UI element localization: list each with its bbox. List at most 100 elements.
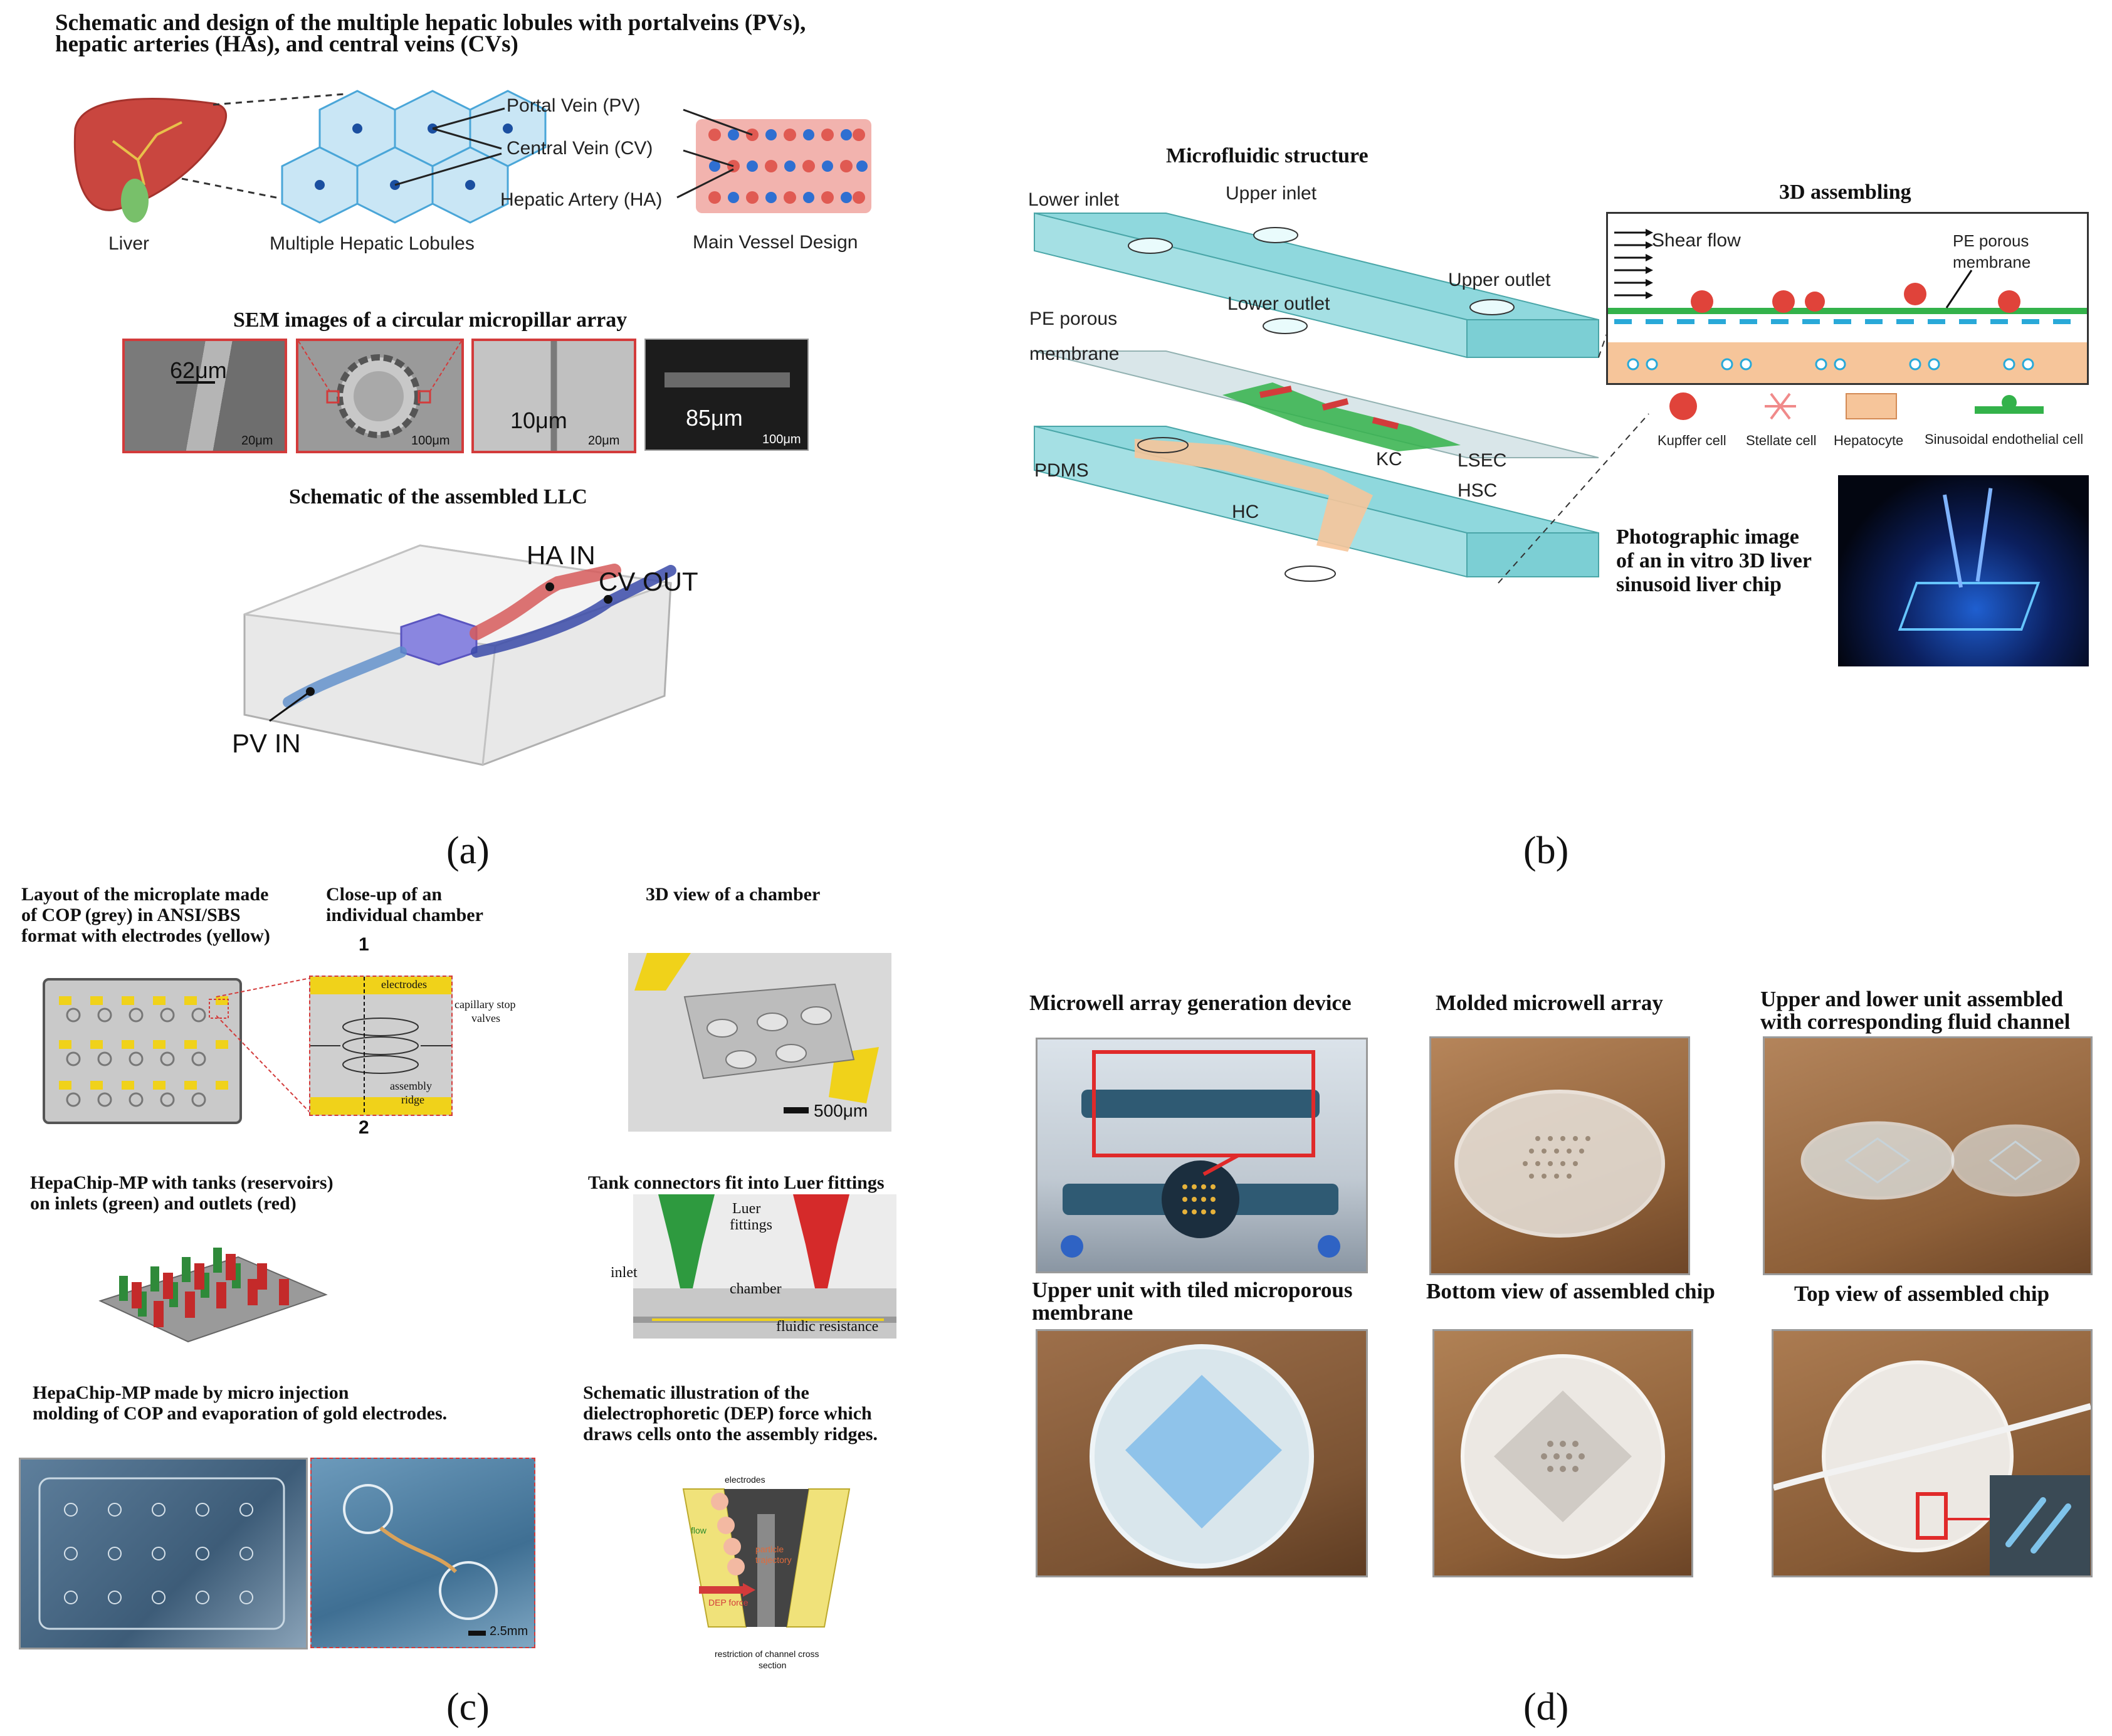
- label-kc: KC: [1376, 449, 1402, 470]
- assembled-title-line2: with corresponding fluid channel: [1760, 1009, 2071, 1034]
- main-vessel-design: [696, 119, 871, 213]
- 3d-assembling-detail: Shear flow PE porous membrane: [1606, 212, 2089, 385]
- dep-label-flow: flow: [691, 1525, 707, 1535]
- microwell-device-photo: [1036, 1038, 1368, 1273]
- closeup-label-assembly-2: ridge: [401, 1093, 424, 1106]
- upper-unit-title: Upper unit with tiled microporous membra…: [1032, 1279, 1352, 1324]
- cell-legend-icons: [1669, 392, 2044, 420]
- label-multiple-hepatic-lobules: Multiple Hepatic Lobules: [270, 233, 475, 254]
- microfluidic-structure-diagram: [1034, 212, 1649, 584]
- label-pdms: PDMS: [1034, 460, 1089, 481]
- label-upper-outlet: Upper outlet: [1448, 270, 1551, 290]
- photo-caption-line2: of an in vitro 3D liver: [1616, 549, 1812, 572]
- sem-image-gap-62um: 62μm 20μm: [122, 339, 287, 453]
- port-cv-out: CV OUT: [599, 567, 698, 596]
- dep-label-force: DEP force: [708, 1597, 749, 1607]
- 3d-view-title: 3D view of a chamber: [646, 884, 821, 905]
- 3d-chamber-view: 500μm: [628, 953, 891, 1132]
- molded-title: Molded microwell array: [1436, 991, 1663, 1015]
- chip-outline: [1898, 582, 2041, 631]
- tube-2: [1975, 488, 1993, 582]
- label-portal-vein: Portal Vein (PV): [507, 95, 641, 116]
- legend-stellate-cell: Stellate cell: [1746, 433, 1817, 448]
- closeup-title-line2: individual chamber: [326, 905, 483, 925]
- dep-title-line1: Schematic illustration of the: [583, 1382, 809, 1403]
- label-main-vessel-design: Main Vessel Design: [693, 232, 858, 253]
- assembled-title: Upper and lower unit assembled with corr…: [1760, 988, 2070, 1033]
- microplate-layout: [43, 978, 242, 1124]
- connectors-title: Tank connectors fit into Luer fittings: [588, 1172, 885, 1193]
- dep-title: Schematic illustration of the dielectrop…: [583, 1382, 878, 1444]
- label-shear-flow: Shear flow: [1652, 230, 1741, 251]
- label-hc: HC: [1232, 502, 1259, 522]
- connector-label-chamber: chamber: [730, 1281, 782, 1297]
- llc-title: Schematic of the assembled LLC: [289, 485, 587, 508]
- upper-unit-title-line1: Upper unit with tiled microporous: [1032, 1278, 1353, 1302]
- closeup-top-electrode: [310, 977, 451, 994]
- sem-image-gap-10um: 10μm 20μm: [471, 339, 636, 453]
- assembled-llc-schematic: [243, 544, 676, 766]
- label-pe-porous-membrane-2: membrane: [1953, 253, 2031, 271]
- panel-a-title-line1: Schematic and design of the multiple hep…: [55, 10, 806, 36]
- sem-gap-62-label: 62μm: [170, 357, 227, 383]
- molding-title: HepaChip-MP made by micro injection mold…: [33, 1382, 447, 1424]
- 3d-assembling-title: 3D assembling: [1779, 181, 1911, 204]
- sem-scale-2: 100μm: [411, 434, 450, 448]
- closeup-label-electrodes: electrodes: [381, 978, 427, 991]
- photo-caption-line1: Photographic image: [1616, 525, 1799, 549]
- closeup-bottom-electrode: [310, 1097, 451, 1115]
- top-view-title: Top view of assembled chip: [1794, 1281, 2050, 1306]
- sem-image-micropillar-ring: 100μm: [296, 339, 464, 453]
- label-lower-outlet: Lower outlet: [1227, 293, 1330, 314]
- label-hepatic-artery: Hepatic Artery (HA): [500, 189, 663, 210]
- panel-d-letter: (d): [1523, 1686, 1569, 1728]
- sem-scale-4: 100μm: [762, 433, 801, 446]
- bottom-view-title: Bottom view of assembled chip: [1426, 1279, 1715, 1303]
- layout-title-line1: Layout of the microplate made: [21, 884, 269, 905]
- dep-force-schematic: [682, 1488, 851, 1628]
- microfluidic-structure-title: Microfluidic structure: [1166, 144, 1369, 167]
- hepachip-mp-photo: [19, 1458, 308, 1649]
- label-liver: Liver: [108, 233, 150, 254]
- legend-sinusoidal-endothelial-cell: Sinusoidal endothelial cell: [1925, 431, 2084, 447]
- sem-gap-62-bar: [176, 381, 215, 384]
- dep-label-restriction-2: section: [759, 1660, 787, 1670]
- hepatic-lobule-schematic: [73, 90, 871, 224]
- liver-chip-photograph: [1838, 475, 2089, 666]
- closeup-title-line1: Close-up of an: [326, 884, 443, 905]
- zoom-lines: [216, 978, 310, 1113]
- legend-hepatocyte: Hepatocyte: [1834, 433, 1904, 448]
- device-title: Microwell array generation device: [1029, 991, 1352, 1015]
- label-pe-porous-membrane-1: PE porous: [1953, 231, 2029, 250]
- tanks-title-line1: HepaChip-MP with tanks (reservoirs): [30, 1172, 334, 1193]
- dep-label-restriction-1: restriction of channel cross: [715, 1649, 819, 1659]
- chamber-closeup: [309, 976, 453, 1116]
- closeup-label-assembly-1: assembly: [390, 1080, 432, 1092]
- scale-bar-2-5mm: [468, 1631, 486, 1636]
- photo-caption-line3: sinusoid liver chip: [1616, 573, 1782, 596]
- dep-title-line2: dielectrophoretic (DEP) force which: [583, 1403, 872, 1424]
- connector-label-inlet: inlet: [611, 1265, 638, 1281]
- lobule-cluster: [281, 90, 547, 224]
- layout-title-line3: format with electrodes (yellow): [21, 925, 270, 946]
- label-central-vein: Central Vein (CV): [507, 138, 653, 159]
- upper-lower-unit-photo: [1763, 1036, 2093, 1275]
- upper-unit-membrane-photo: [1036, 1329, 1368, 1577]
- dep-label-electrodes: electrodes: [725, 1475, 765, 1485]
- bottom-view-photo: [1432, 1329, 1693, 1577]
- legend-kupffer-cell: Kupffer cell: [1658, 433, 1726, 448]
- connector-label-luer: Luer: [732, 1201, 761, 1217]
- panel-c-letter: (c): [446, 1686, 490, 1728]
- layout-title: Layout of the microplate made of COP (gr…: [21, 884, 270, 946]
- closeup-label-capillary-1: capillary stop: [454, 998, 516, 1011]
- label-hsc: HSC: [1458, 480, 1498, 501]
- layout-title-line2: of COP (grey) in ANSI/SBS: [21, 905, 241, 925]
- closeup-title: Close-up of an individual chamber: [326, 884, 483, 925]
- panel-b-letter: (b): [1523, 829, 1569, 872]
- sem-image-pillar-height: 85μm 100μm: [644, 339, 809, 451]
- hepachip-chamber-photo: 2.5mm: [310, 1458, 535, 1648]
- hepachip-tanks-render: [98, 1248, 328, 1343]
- upper-unit-title-line2: membrane: [1032, 1300, 1133, 1325]
- connector-label-fluidic: fluidic resistance: [776, 1318, 879, 1335]
- molding-title-line2: molding of COP and evaporation of gold e…: [33, 1403, 448, 1424]
